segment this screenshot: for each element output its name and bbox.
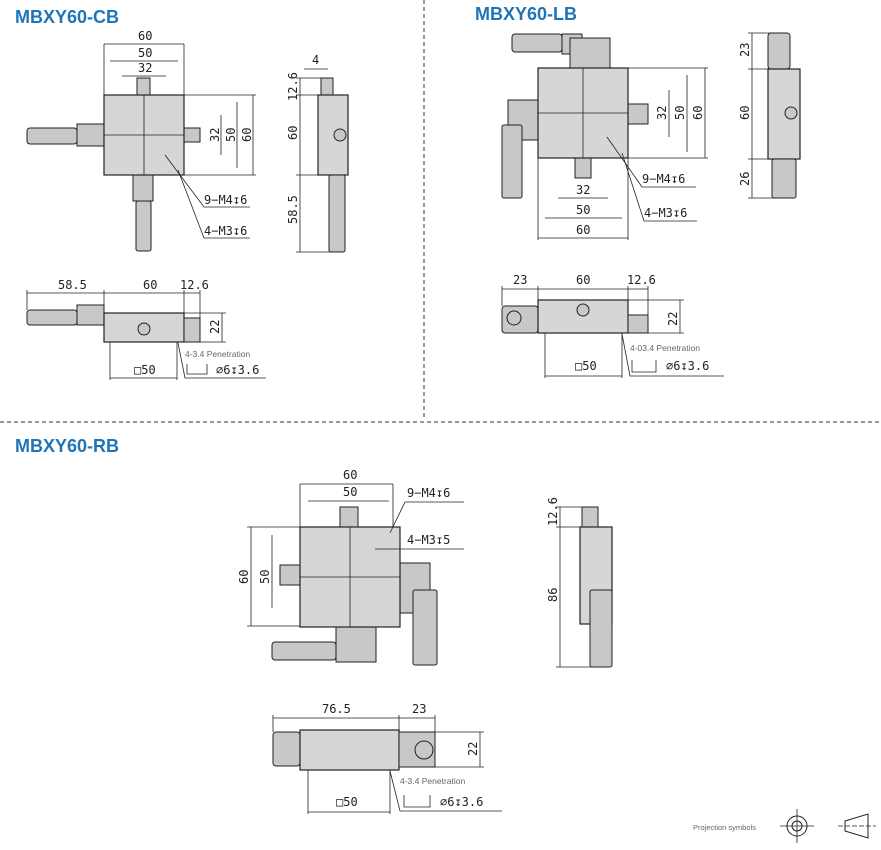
lb-front-60: 60	[576, 273, 590, 287]
cb-side-60: 60	[286, 126, 300, 140]
lb-title: MBXY60-LB	[475, 4, 577, 24]
lb-hole-spec-m4: 9−M4↧6	[642, 172, 685, 186]
rb-hole-spec-m3: 4−M3↧5	[407, 533, 450, 547]
rb-front-view: 76.5 23 22 4-3.4 Penetration □50 ⌀6↧3.6	[272, 702, 502, 814]
cb-right-60: 60	[240, 128, 254, 142]
lb-right-32: 32	[655, 106, 669, 120]
projection-label: Projection symbols	[693, 823, 756, 832]
cb-top-view: 60 50 32 32 50 60 9−M4↧6 4−M3↧6	[26, 29, 256, 252]
lb-bottom-60: 60	[576, 223, 590, 237]
lb-square-50: □50	[575, 359, 597, 373]
rb-front-22: 22	[466, 742, 480, 756]
rb-side-view: 12.6 86	[546, 497, 613, 668]
lb-penetration-note: 4-03.4 Penetration	[630, 343, 700, 353]
cb-dim-50: 50	[138, 46, 152, 60]
rb-left-50: 50	[258, 570, 272, 584]
mbxy60-rb-section: MBXY60-RB 60 50 60 50 9−M4↧6 4−M3↧5 12.6…	[15, 436, 613, 814]
projection-cone-icon	[838, 813, 876, 839]
rb-left-60: 60	[237, 570, 251, 584]
cb-front-12-6: 12.6	[180, 278, 209, 292]
rb-side-86: 86	[546, 588, 560, 602]
cb-side-58-5: 58.5	[286, 195, 300, 224]
cb-right-32: 32	[208, 128, 222, 142]
lb-front-22: 22	[666, 312, 680, 326]
cb-side-4: 4	[312, 53, 319, 67]
lb-bottom-50: 50	[576, 203, 590, 217]
cb-square-50: □50	[134, 363, 156, 377]
lb-front-23: 23	[513, 273, 527, 287]
cb-right-50: 50	[224, 128, 238, 142]
rb-dim-50: 50	[343, 485, 357, 499]
lb-bottom-32: 32	[576, 183, 590, 197]
rb-front-76-5: 76.5	[322, 702, 351, 716]
lb-side-view: 23 60 26	[738, 32, 801, 199]
cb-side-view: 4 12.6 60 58.5	[286, 53, 349, 253]
rb-dim-60: 60	[343, 468, 357, 482]
cb-front-22: 22	[208, 320, 222, 334]
projection-symbols: Projection symbols	[693, 809, 876, 843]
rb-hole-spec-m4: 9−M4↧6	[407, 486, 450, 500]
projection-circle-icon	[780, 809, 814, 843]
rb-top-view: 60 50 60 50 9−M4↧6 4−M3↧5	[237, 468, 464, 666]
rb-title: MBXY60-RB	[15, 436, 119, 456]
cb-front-view: 58.5 60 12.6 22 4-3.4 Penetration □50 ⌀6…	[26, 278, 266, 380]
lb-counterbore-spec: ⌀6↧3.6	[666, 359, 709, 373]
rb-penetration-note: 4-3.4 Penetration	[400, 776, 465, 786]
lb-front-view: 23 60 12.6 22 4-03.4 Penetration □50 ⌀6↧…	[501, 273, 724, 378]
cb-counterbore-spec: ⌀6↧3.6	[216, 363, 259, 377]
rb-square-50: □50	[336, 795, 358, 809]
lb-right-50: 50	[673, 106, 687, 120]
mbxy60-lb-section: MBXY60-LB 32 50 60 32 50 60 9−M4↧6 4−M3↧…	[475, 4, 801, 378]
rb-front-23: 23	[412, 702, 426, 716]
cb-hole-spec-m4: 9−M4↧6	[204, 193, 247, 207]
cb-side-12-6: 12.6	[286, 72, 300, 101]
cb-front-60: 60	[143, 278, 157, 292]
rb-counterbore-spec: ⌀6↧3.6	[440, 795, 483, 809]
rb-side-12-6: 12.6	[546, 497, 560, 526]
lb-top-view: 32 50 60 32 50 60 9−M4↧6 4−M3↧6	[501, 33, 708, 240]
cb-title: MBXY60-CB	[15, 7, 119, 27]
lb-front-12-6: 12.6	[627, 273, 656, 287]
lb-hole-spec-m3: 4−M3↧6	[644, 206, 687, 220]
mbxy60-cb-section: MBXY60-CB 60 50 32 32 50 60 9−M4↧6 4−M3↧…	[15, 7, 349, 380]
lb-side-23: 23	[738, 43, 752, 57]
lb-side-26: 26	[738, 172, 752, 186]
cb-penetration-note: 4-3.4 Penetration	[185, 349, 250, 359]
cb-front-58-5: 58.5	[58, 278, 87, 292]
lb-right-60: 60	[691, 106, 705, 120]
cb-hole-spec-m3: 4−M3↧6	[204, 224, 247, 238]
lb-side-60: 60	[738, 106, 752, 120]
cb-dim-32: 32	[138, 61, 152, 75]
cb-dim-60: 60	[138, 29, 152, 43]
